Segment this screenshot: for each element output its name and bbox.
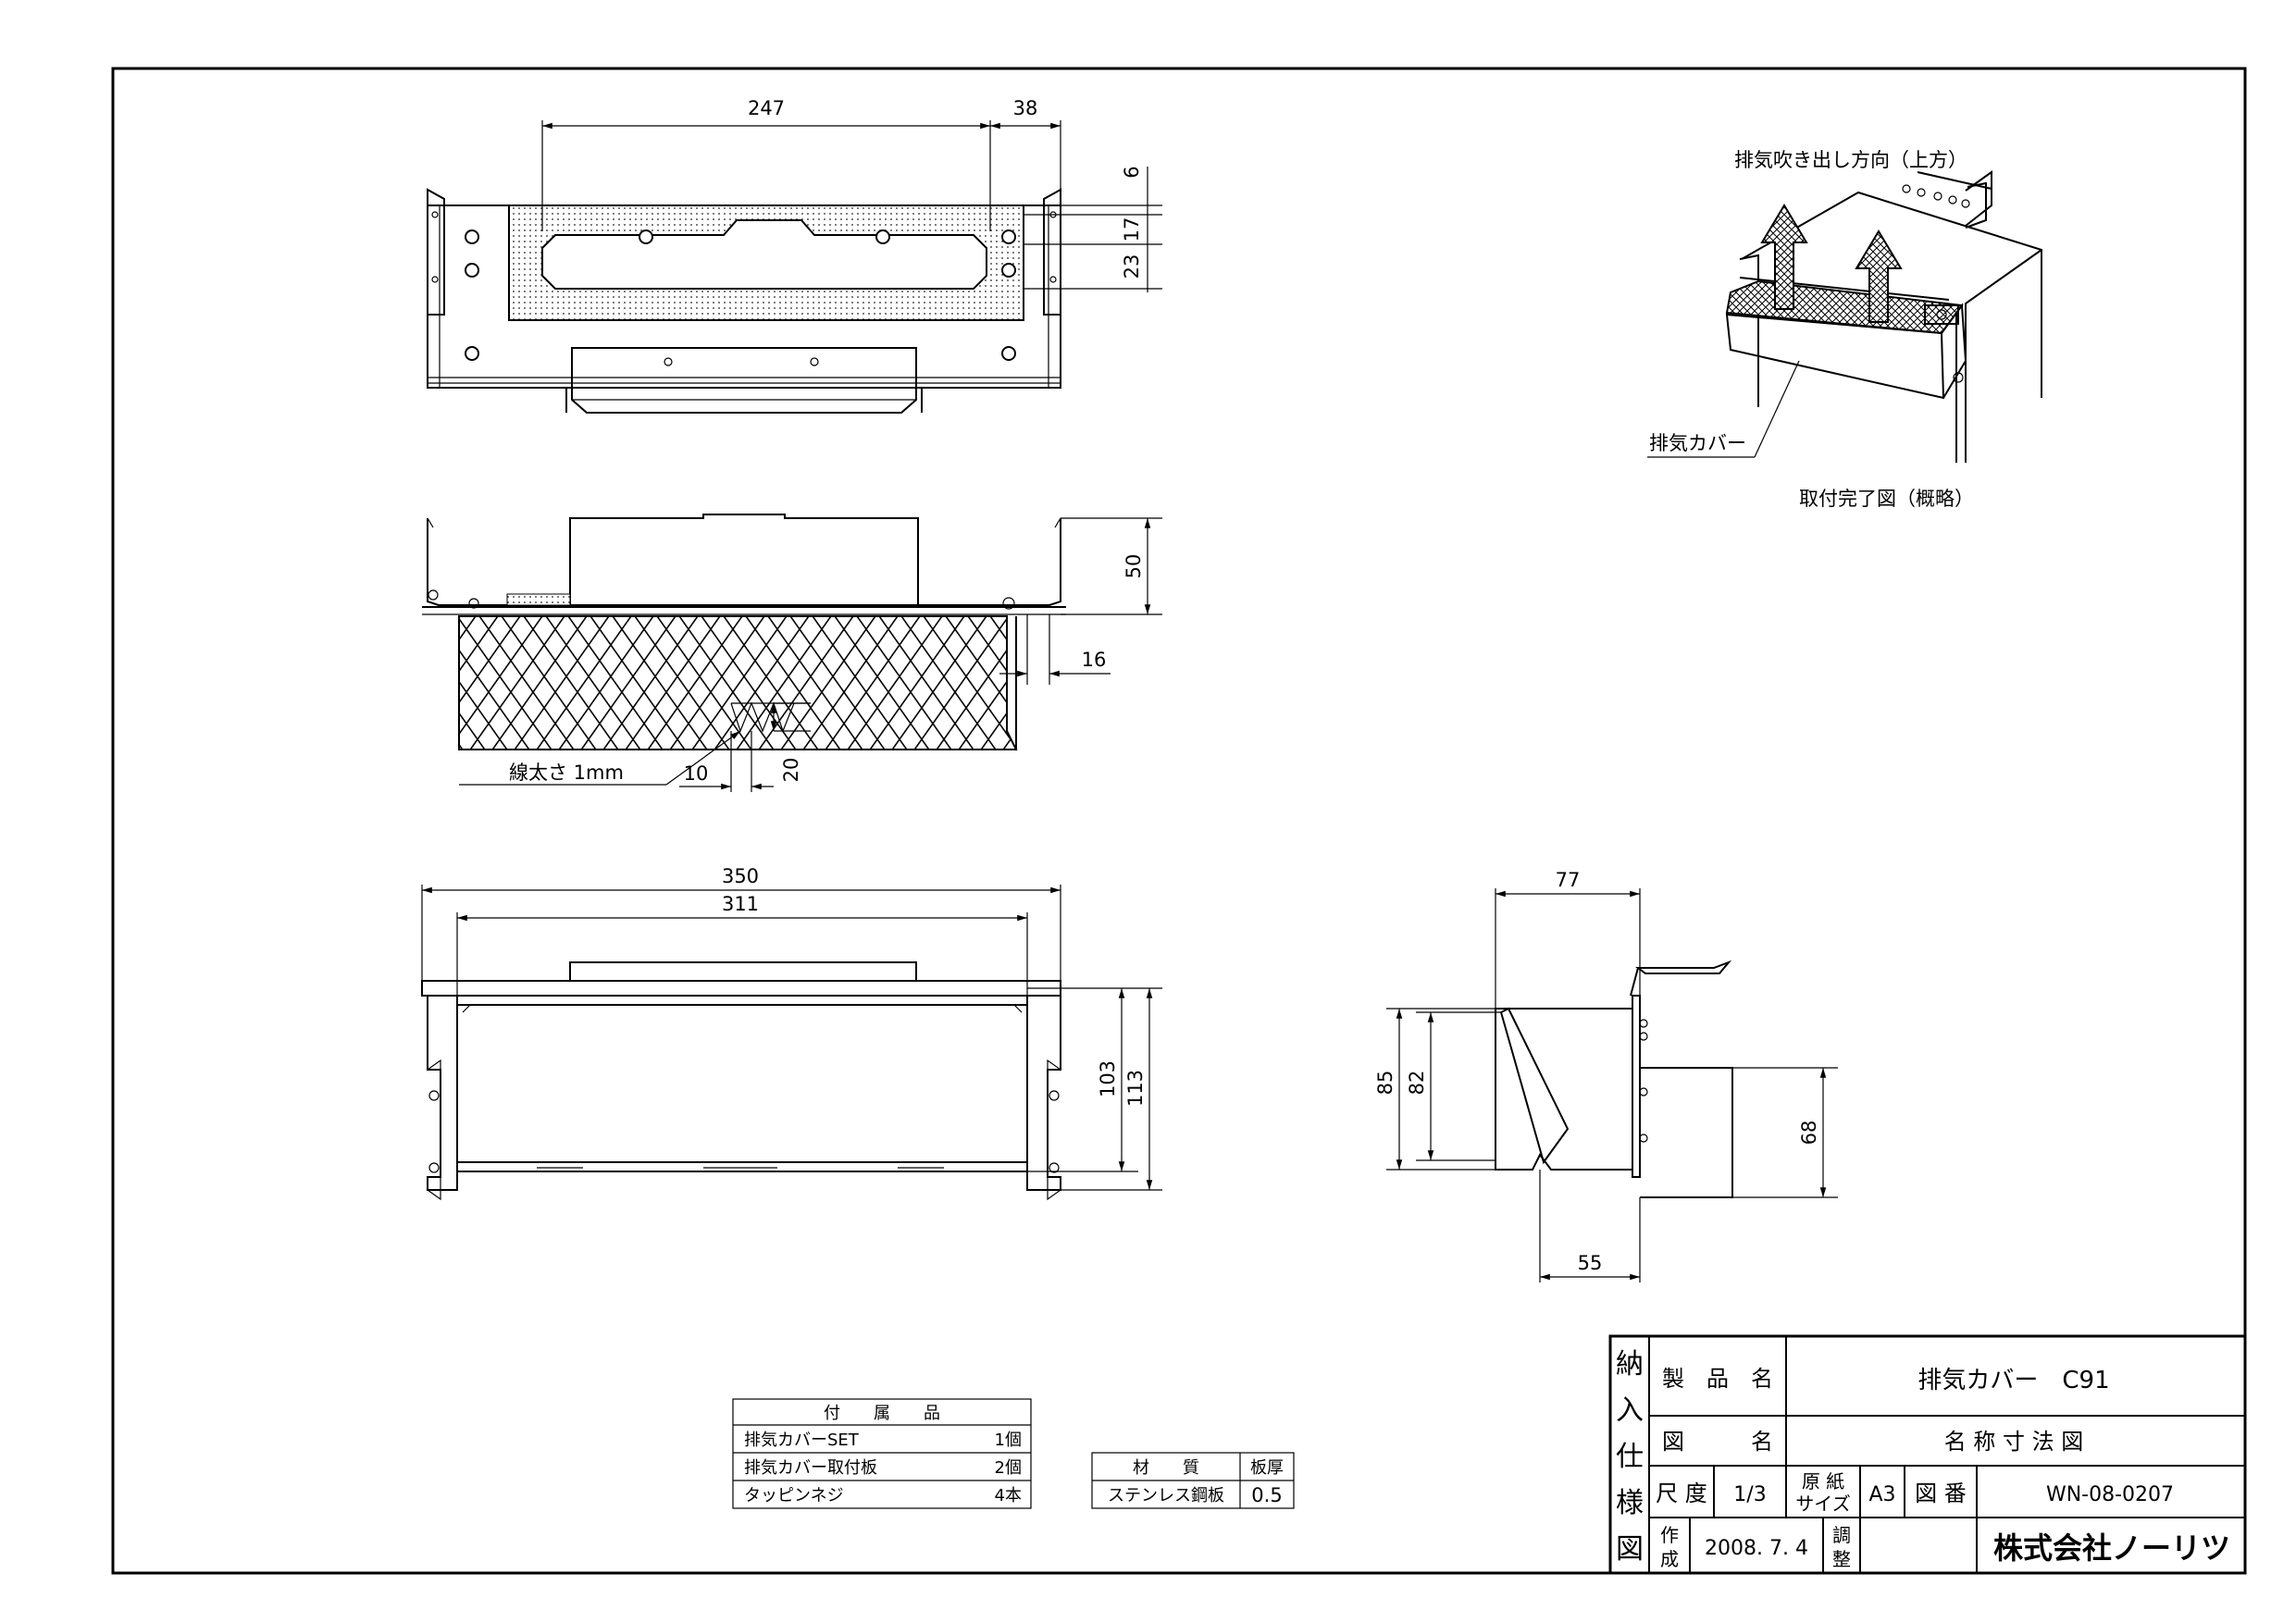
thickness-header: 板厚 (1250, 1458, 1284, 1478)
thickness-value: 0.5 (1251, 1484, 1282, 1506)
accessory-name: 排気カバーSET (744, 1431, 860, 1450)
drawing-no: WN-08-0207 (2046, 1483, 2174, 1506)
dim-247: 247 (748, 97, 785, 119)
side-view: 77 85 82 68 55 (1374, 869, 1838, 1282)
accessory-qty: 2個 (995, 1458, 1022, 1478)
paper-size-value: A3 (1868, 1483, 1895, 1506)
company-name: 株式会社ノーリツ (1993, 1530, 2230, 1566)
dim-20: 20 (780, 758, 802, 783)
sheet-border (111, 67, 2247, 1575)
iso-direction-label: 排気吹き出し方向（上方） (1734, 149, 1967, 171)
dim-17: 17 (1121, 217, 1143, 242)
dim-85: 85 (1374, 1071, 1396, 1096)
iso-view: 排気吹き出し方向（上方） 排気カバー 取付完了図（概略） (1647, 149, 2042, 510)
accessory-name: 排気カバー取付板 (744, 1458, 877, 1478)
accessories-table: 付 属 品 排気カバーSET 1個 排気カバー取付板 2個 タッピンネジ 4本 (732, 1398, 1032, 1509)
dim-50: 50 (1123, 554, 1145, 579)
product-name: 排気カバー C91 (1917, 1367, 2109, 1394)
dim-311: 311 (722, 893, 759, 915)
material-table: 材 質 板厚 ステンレス鋼板 0.5 (1091, 1452, 1295, 1509)
checked-label: 調 (1832, 1524, 1851, 1546)
product-name-label: 製 品 名 (1662, 1366, 1773, 1392)
side-title-char: 様 (1616, 1487, 1644, 1519)
material-value: ステンレス鋼板 (1108, 1486, 1224, 1505)
drawing-name: 名 称 寸 法 図 (1944, 1429, 2084, 1455)
bottom-view: 350 311 103 113 (421, 865, 1162, 1201)
front-view: 50 16 線太さ 1mm 10 20 (422, 514, 1162, 792)
dim-16: 16 (1082, 649, 1107, 671)
mesh-line-note: 線太さ 1mm (509, 762, 624, 784)
dim-55: 55 (1578, 1252, 1603, 1274)
created-date: 2008. 7. 4 (1705, 1537, 1808, 1560)
created-label: 成 (1660, 1548, 1679, 1570)
dim-6: 6 (1121, 166, 1143, 178)
exhaust-arrow-left-icon (1760, 204, 1808, 310)
dim-38: 38 (1013, 97, 1038, 119)
accessory-qty: 1個 (995, 1431, 1022, 1450)
dim-113: 113 (1124, 1070, 1147, 1107)
screw-holes (465, 229, 1016, 361)
created-label: 作 (1660, 1524, 1679, 1546)
paper-size-label: サイズ (1795, 1493, 1850, 1515)
scale-label: 尺 度 (1656, 1481, 1707, 1506)
mesh-panel (458, 615, 1018, 750)
dim-77: 77 (1556, 869, 1581, 891)
dim-350: 350 (722, 865, 759, 887)
insulation-plate (508, 204, 1024, 321)
iso-part-label: 排気カバー (1649, 432, 1746, 454)
accessory-qty: 4本 (995, 1486, 1022, 1505)
drawing-name-label: 図 名 (1662, 1429, 1773, 1455)
side-title-char: 入 (1616, 1394, 1644, 1427)
dim-82: 82 (1406, 1071, 1428, 1096)
dim-103: 103 (1097, 1060, 1119, 1097)
iso-caption: 取付完了図（概略） (1799, 488, 1974, 510)
side-title-char: 仕 (1616, 1441, 1644, 1473)
dim-10: 10 (684, 762, 709, 785)
dim-68: 68 (1798, 1121, 1820, 1146)
material-header: 材 質 (1133, 1458, 1199, 1478)
drawing-no-label: 図 番 (1915, 1481, 1967, 1506)
top-view: 247 38 6 17 23 (427, 97, 1162, 414)
title-block: 納 入 仕 様 図 製 品 名 排気カバー C91 図 名 名 称 寸 法 図 … (1608, 1334, 2247, 1575)
side-title-char: 図 (1616, 1533, 1644, 1566)
side-title-char: 納 (1616, 1348, 1644, 1381)
accessory-name: タッピンネジ (744, 1486, 844, 1505)
paper-size-label: 原 紙 (1802, 1470, 1844, 1493)
exhaust-arrow-right-icon (1855, 229, 1903, 323)
dim-23: 23 (1121, 254, 1143, 279)
checked-label: 整 (1832, 1548, 1851, 1570)
accessories-header: 付 属 品 (824, 1404, 940, 1423)
scale-value: 1/3 (1733, 1483, 1766, 1506)
